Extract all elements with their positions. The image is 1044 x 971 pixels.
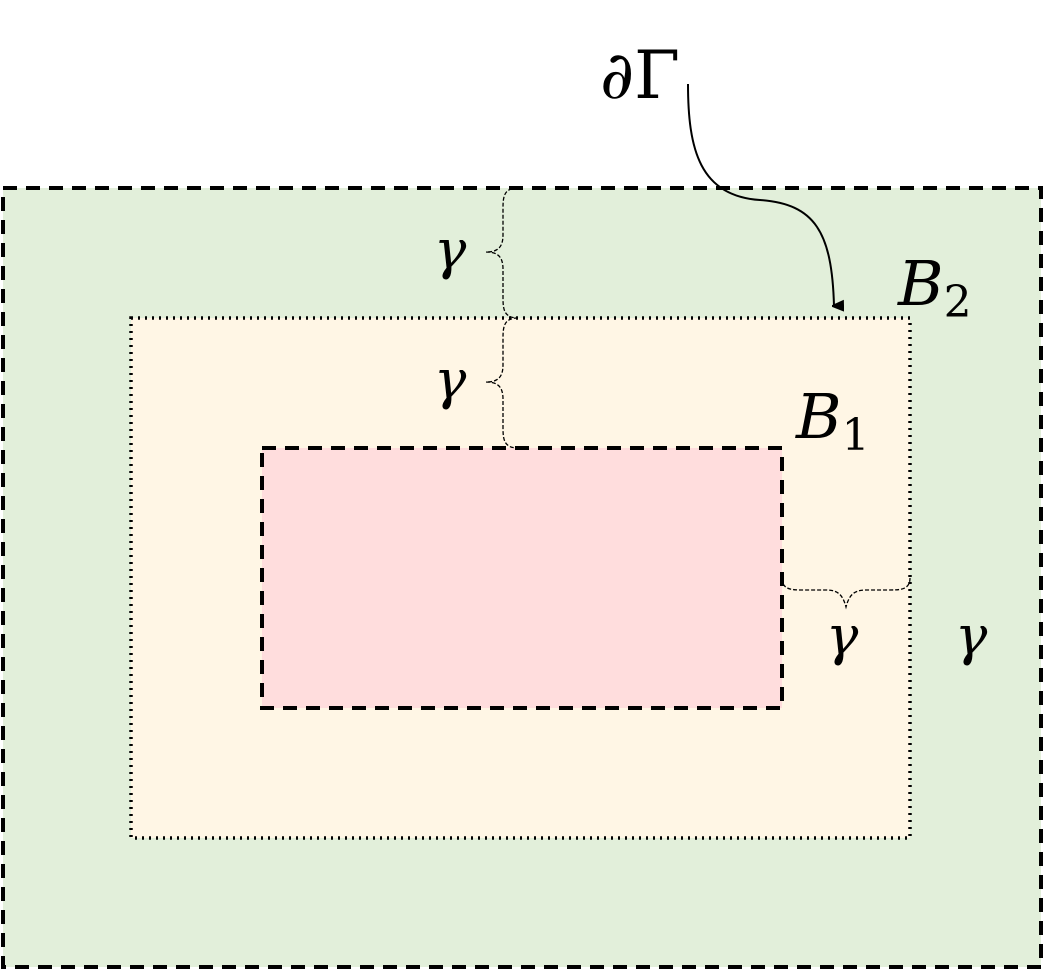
- b1-letter: B: [795, 380, 842, 453]
- b2-label: B2: [897, 247, 972, 328]
- boundary-arrow: [687, 83, 834, 306]
- gamma-top-lower: γ: [434, 348, 467, 411]
- gamma-right-outer: γ: [955, 604, 988, 667]
- right-inner-brace: [781, 577, 911, 610]
- boundary-label: ∂Γ: [600, 37, 680, 114]
- top-upper-brace: [485, 187, 519, 319]
- b2-subscript: 2: [944, 277, 972, 328]
- b2-letter: B: [897, 247, 944, 320]
- gamma-top-upper: γ: [434, 218, 467, 281]
- b1-subscript: 1: [842, 410, 870, 461]
- top-lower-brace: [485, 317, 519, 449]
- b1-label: B1: [795, 380, 870, 461]
- gamma-right-inner: γ: [826, 604, 859, 667]
- inner-region: [260, 446, 784, 710]
